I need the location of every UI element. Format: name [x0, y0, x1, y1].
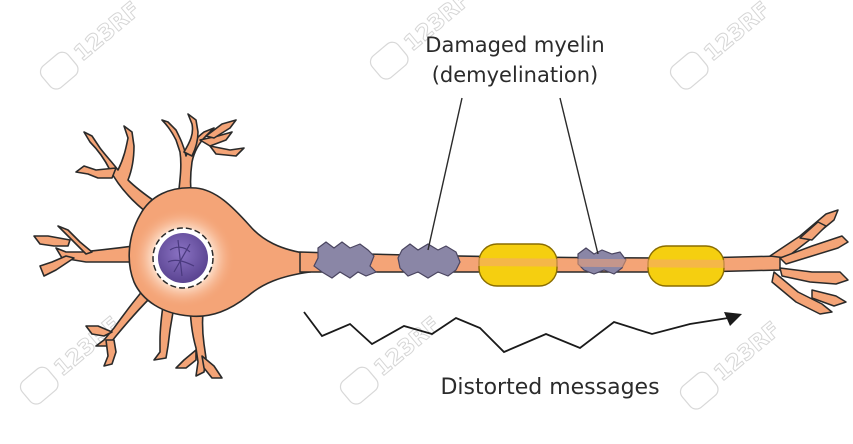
leader-line-right	[560, 98, 598, 254]
distorted-signal-arrow	[304, 312, 742, 352]
svg-text:123RF: 123RF	[710, 317, 786, 386]
damaged-myelin-1	[314, 242, 376, 278]
demyelination-label: (demyelination)	[395, 63, 635, 87]
watermark-group: 123RF 123RF 123RF 123RF 123RF 123RF	[17, 0, 785, 412]
damaged-myelin-label: Damaged myelin	[395, 33, 635, 57]
svg-text:123RF: 123RF	[70, 0, 146, 67]
leader-line-left	[428, 98, 462, 250]
distorted-messages-label: Distorted messages	[385, 375, 715, 400]
axon-terminals	[770, 210, 848, 314]
leader-lines	[428, 98, 598, 254]
axon-core	[470, 262, 740, 264]
svg-text:123RF: 123RF	[700, 0, 776, 67]
svg-text:123RF: 123RF	[370, 312, 446, 381]
damaged-myelin-2	[398, 244, 460, 278]
nucleus	[153, 228, 213, 288]
